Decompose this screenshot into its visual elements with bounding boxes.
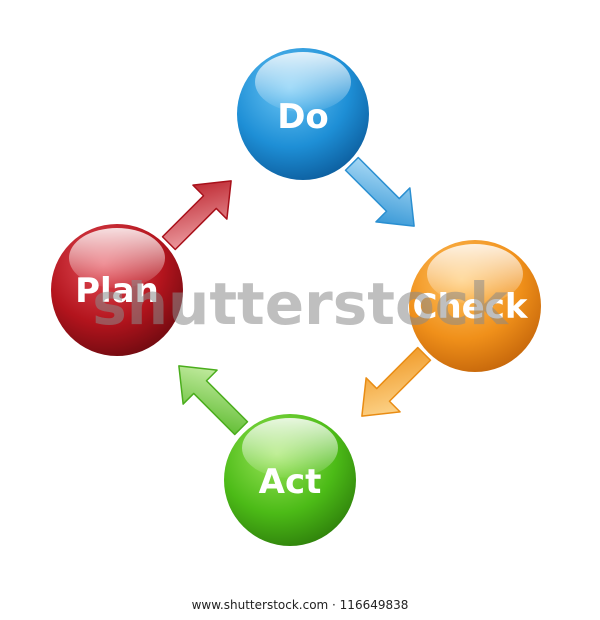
stage-label-check: Check: [413, 287, 529, 327]
image-credit: www.shutterstock.com · 116649838: [191, 598, 409, 612]
stage-do: Do: [237, 48, 369, 180]
stage-label-act: Act: [259, 462, 322, 502]
stage-act: Act: [224, 414, 356, 546]
stage-plan: Plan: [51, 224, 183, 356]
stage-label-plan: Plan: [75, 271, 159, 311]
gloss-highlight: [255, 52, 351, 112]
arrow-plan-to-do: [161, 180, 232, 251]
stage-label-do: Do: [277, 97, 329, 137]
gloss-highlight: [69, 228, 165, 288]
arrow-do-to-check: [344, 156, 415, 227]
arrow-act-to-plan: [178, 365, 249, 436]
arrow-check-to-act: [361, 346, 432, 417]
stage-check: Check: [409, 240, 541, 372]
gloss-highlight: [427, 244, 523, 304]
gloss-highlight: [242, 418, 338, 478]
watermark: shutterstock: [92, 270, 509, 338]
